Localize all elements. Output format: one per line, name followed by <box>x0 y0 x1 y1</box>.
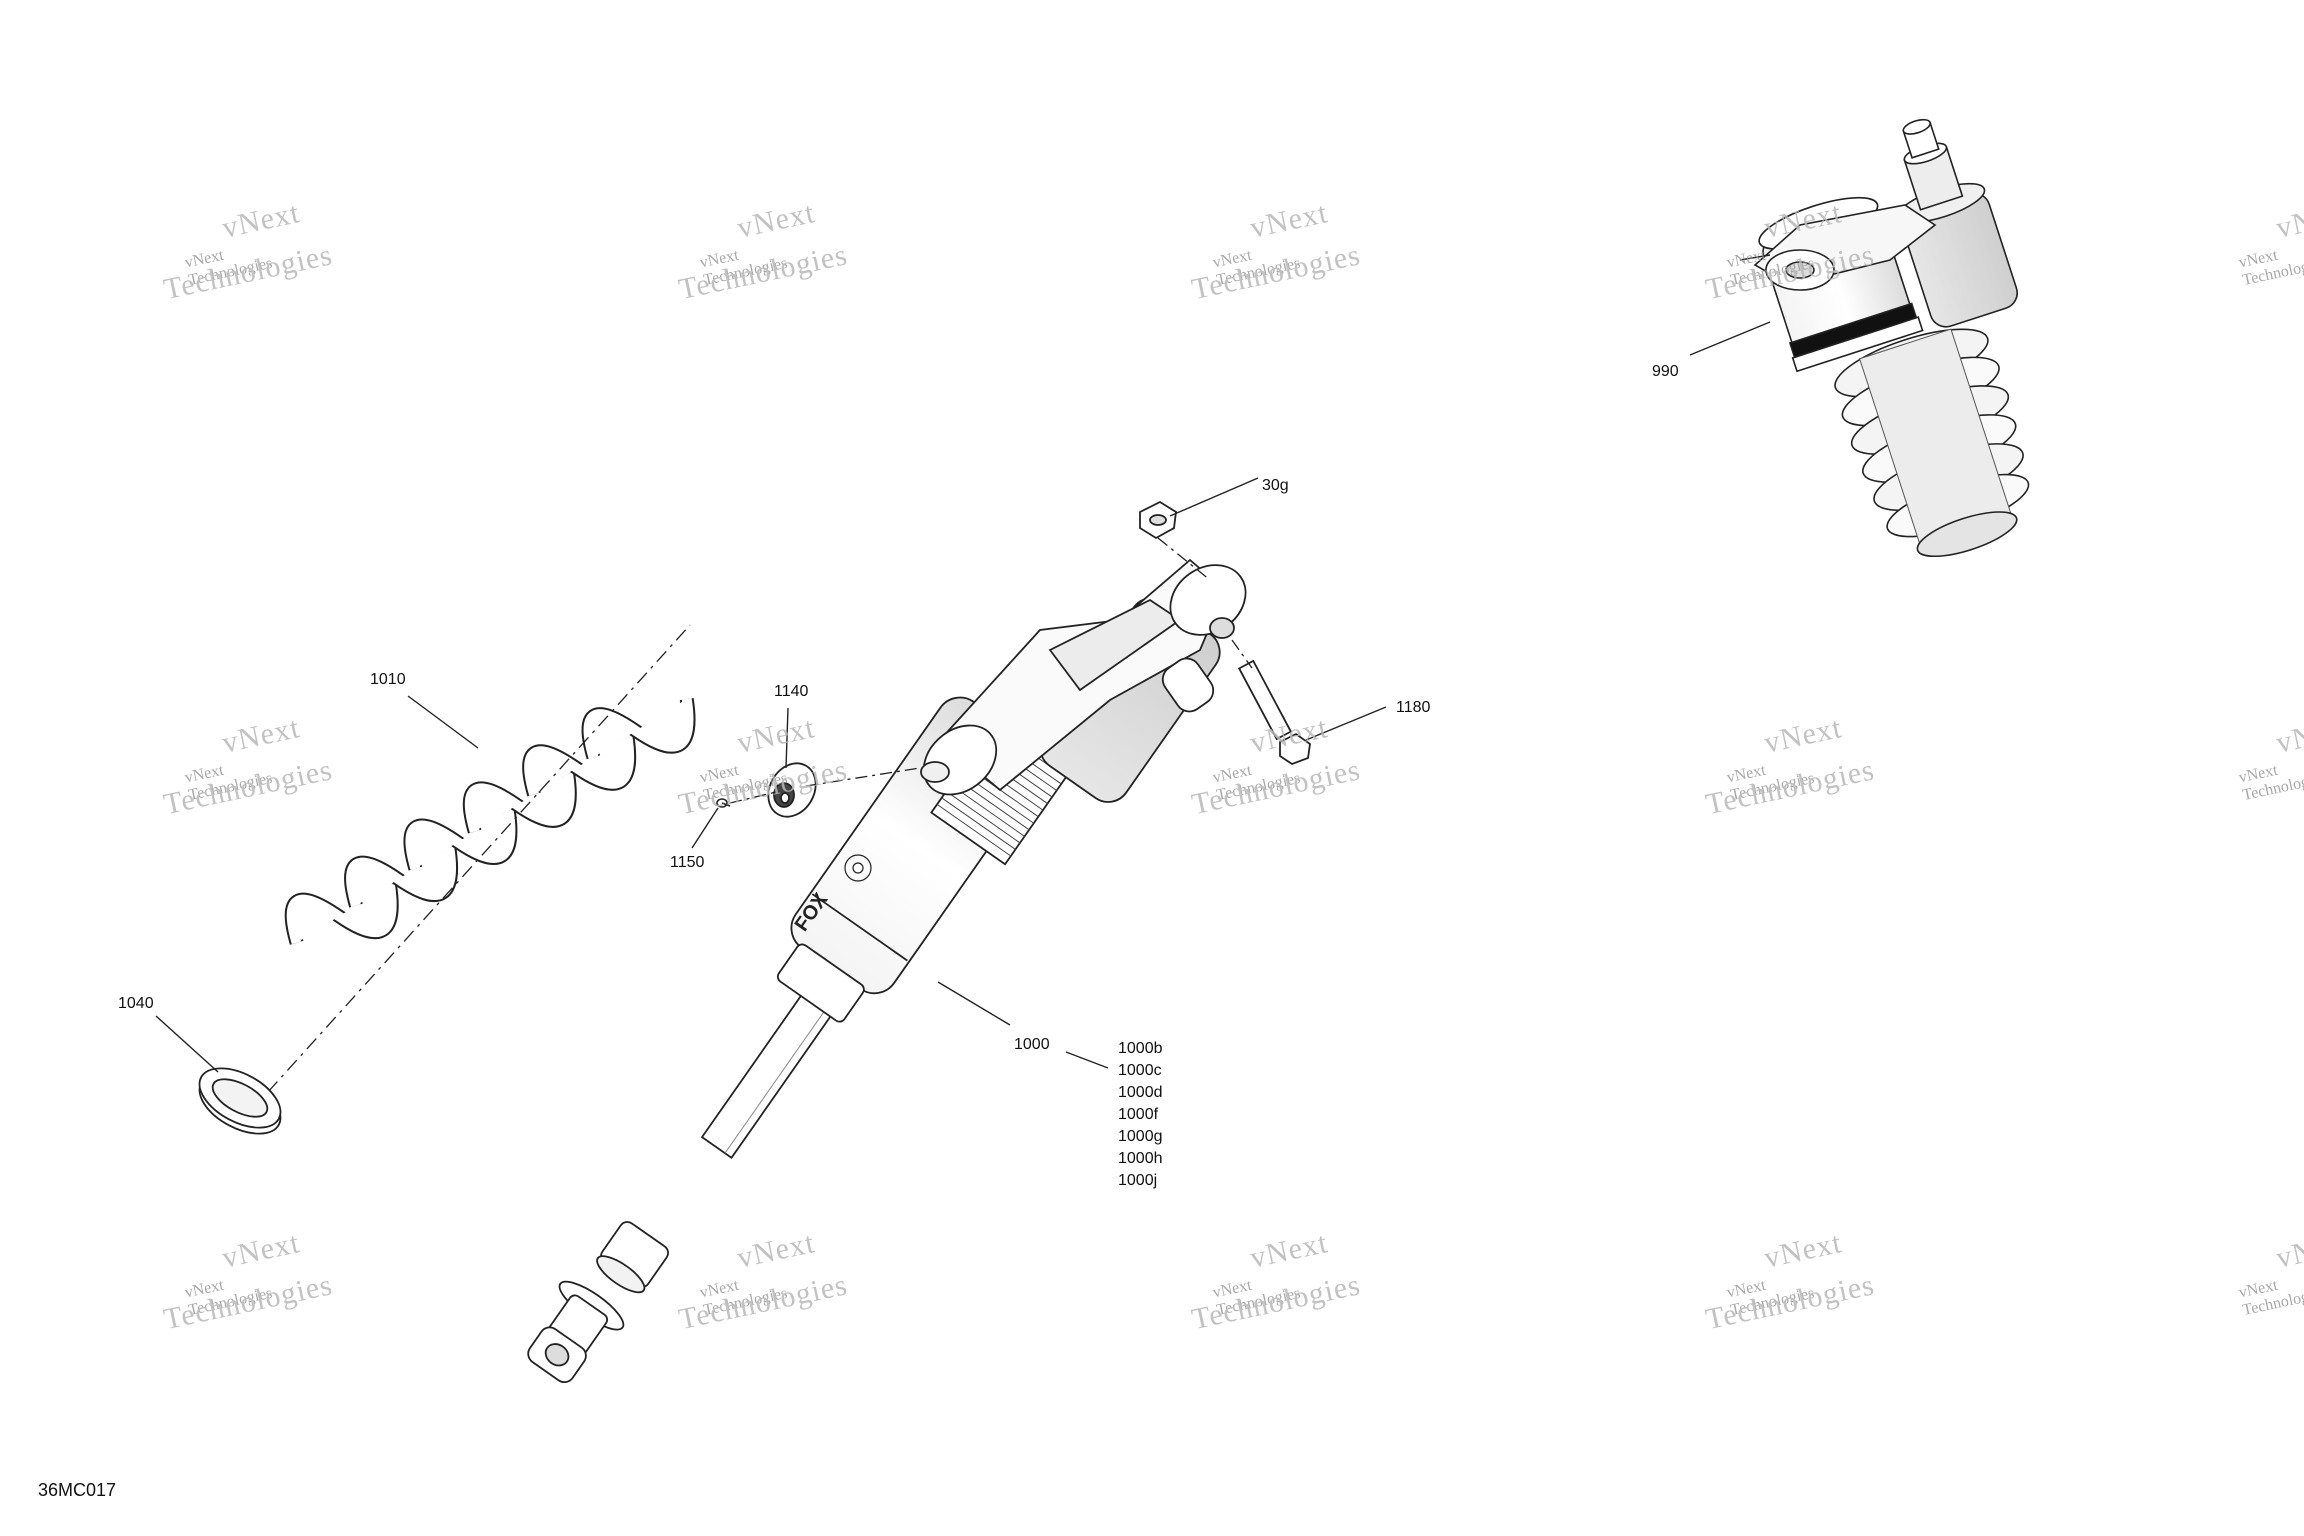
adjuster-knob-1140 <box>767 762 817 818</box>
callout-1010: 1010 <box>370 671 406 688</box>
callout-1150: 1150 <box>670 854 705 871</box>
sub-part-1000g: 1000g <box>1118 1128 1163 1145</box>
assembled-spring <box>1834 328 2030 558</box>
sub-part-1000h: 1000h <box>1118 1150 1163 1167</box>
leader-lines <box>155 321 1771 1073</box>
spring-1010 <box>284 697 696 945</box>
alignment-lines <box>729 537 1253 804</box>
sub-part-1000d: 1000d <box>1118 1084 1163 1101</box>
callout-1140: 1140 <box>774 683 809 700</box>
callout-1000: 1000 <box>1014 1036 1050 1053</box>
shock-assembly-990 <box>1739 118 2030 558</box>
spring-seat-1040 <box>198 1067 282 1135</box>
callout-1180: 1180 <box>1396 699 1431 716</box>
spring-axis-line <box>267 624 691 1093</box>
callout-1040: 1040 <box>118 995 154 1012</box>
sub-part-1000b: 1000b <box>1118 1040 1163 1057</box>
nut-30g <box>1139 500 1177 540</box>
sub-part-1000c: 1000c <box>1118 1062 1162 1079</box>
bolt-1180 <box>1237 659 1311 766</box>
sub-part-1000f: 1000f <box>1118 1106 1159 1123</box>
callout-990: 990 <box>1652 363 1679 380</box>
drawing-code: 36MC017 <box>38 1480 117 1500</box>
sub-part-1000j: 1000j <box>1118 1172 1158 1189</box>
shock-absorber-1000: FOX <box>527 558 1247 1384</box>
callout-30g: 30g <box>1262 477 1289 494</box>
screw-1150 <box>716 798 731 808</box>
sub-part-list: 1000b 1000c 1000d 1000f 1000g 1000h 1000… <box>1118 1038 1163 1192</box>
